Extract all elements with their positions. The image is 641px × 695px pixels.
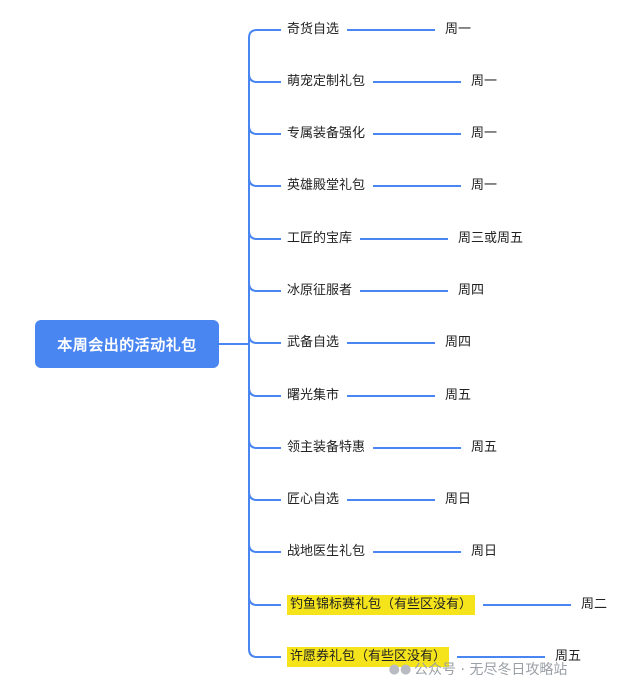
branch-connector bbox=[248, 543, 281, 553]
branch-connector bbox=[248, 125, 281, 135]
branch-connector bbox=[248, 387, 281, 397]
branch-label: 领主装备特惠 bbox=[287, 440, 366, 455]
branch-day: 周一 bbox=[471, 178, 498, 193]
branch-connector bbox=[248, 29, 281, 39]
branch-connector bbox=[248, 282, 281, 292]
branch-label: 工匠的宝库 bbox=[287, 231, 353, 246]
branch-day: 周一 bbox=[471, 74, 498, 89]
branch-label: 专属装备强化 bbox=[287, 126, 366, 141]
branch-label: 曙光集市 bbox=[287, 388, 340, 403]
branch-label: 英雄殿堂礼包 bbox=[287, 178, 366, 193]
branch-connector bbox=[248, 439, 281, 449]
branch-connector bbox=[248, 334, 281, 344]
branch-day: 周二 bbox=[581, 597, 608, 612]
branch-label: 冰原征服者 bbox=[287, 283, 353, 298]
branch-day: 周五 bbox=[445, 388, 472, 403]
branch-label: 萌宠定制礼包 bbox=[287, 74, 366, 89]
branch-day: 周一 bbox=[445, 22, 472, 37]
branch-day: 周四 bbox=[458, 283, 485, 298]
branch-label: 钓鱼锦标赛礼包（有些区没有） bbox=[287, 595, 476, 615]
branch-day: 周日 bbox=[471, 544, 498, 559]
branch-connector bbox=[248, 491, 281, 501]
branch-day: 周三或周五 bbox=[458, 231, 524, 246]
branch-connector bbox=[248, 648, 281, 658]
branch-day: 周五 bbox=[555, 649, 582, 664]
branch-connector bbox=[248, 230, 281, 240]
branch-connector bbox=[248, 596, 281, 606]
branch-connector bbox=[248, 177, 281, 187]
root-node: 本周会出的活动礼包 bbox=[35, 320, 219, 368]
branch-day: 周一 bbox=[471, 126, 498, 141]
branch-day: 周四 bbox=[445, 335, 472, 350]
branch-day: 周日 bbox=[445, 492, 472, 507]
branch-label: 匠心自选 bbox=[287, 492, 340, 507]
watermark: ●● 公众号 · 无尽冬日攻略站 bbox=[388, 656, 635, 682]
branch-label: 许愿券礼包（有些区没有） bbox=[287, 647, 450, 667]
branch-day: 周五 bbox=[471, 440, 498, 455]
wechat-icon: ●● bbox=[388, 661, 412, 677]
branch-label: 武备自选 bbox=[287, 335, 340, 350]
branch-label: 战地医生礼包 bbox=[287, 544, 366, 559]
branch-connector bbox=[248, 73, 281, 83]
branch-label: 奇货自选 bbox=[287, 22, 340, 37]
watermark-text: 公众号 · 无尽冬日攻略站 bbox=[414, 662, 568, 678]
